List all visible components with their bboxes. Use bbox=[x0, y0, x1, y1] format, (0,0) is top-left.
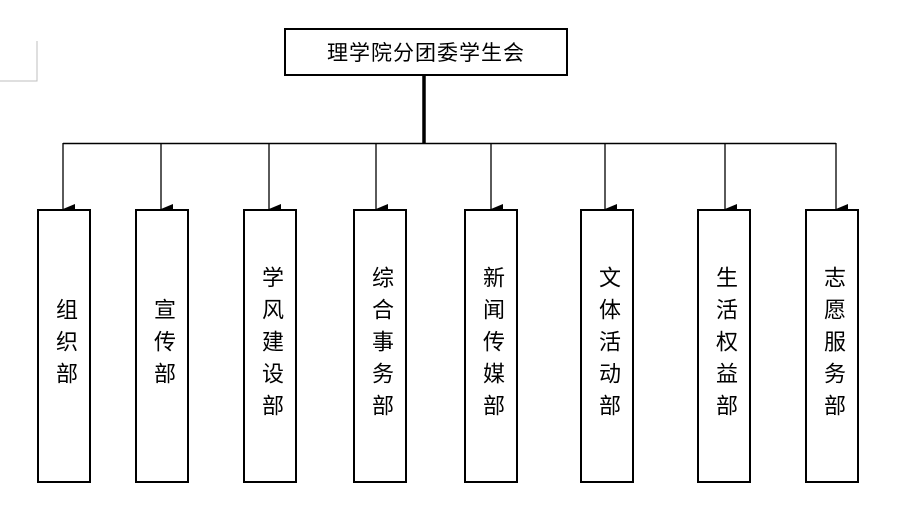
department-label: 学风建设部 bbox=[258, 266, 283, 426]
root-label: 理学院分团委学生会 bbox=[327, 41, 525, 65]
department-node-arts-sports: 文体活动部 bbox=[580, 209, 634, 483]
department-label: 新闻传媒部 bbox=[479, 266, 504, 426]
department-label: 文体活动部 bbox=[595, 266, 620, 426]
department-label: 志愿服务部 bbox=[820, 266, 845, 426]
department-label: 生活权益部 bbox=[712, 266, 737, 426]
department-node-volunteer-service: 志愿服务部 bbox=[805, 209, 859, 483]
department-label: 组织部 bbox=[52, 298, 77, 394]
department-label: 综合事务部 bbox=[368, 266, 393, 426]
department-node-news-media: 新闻传媒部 bbox=[464, 209, 518, 483]
department-node-organization: 组织部 bbox=[37, 209, 91, 483]
department-node-study-style: 学风建设部 bbox=[243, 209, 297, 483]
root-node: 理学院分团委学生会 bbox=[284, 28, 568, 76]
page-corner-mark bbox=[0, 41, 38, 82]
department-node-student-rights: 生活权益部 bbox=[697, 209, 751, 483]
department-node-publicity: 宣传部 bbox=[135, 209, 189, 483]
department-node-general-affairs: 综合事务部 bbox=[353, 209, 407, 483]
department-label: 宣传部 bbox=[150, 298, 175, 394]
